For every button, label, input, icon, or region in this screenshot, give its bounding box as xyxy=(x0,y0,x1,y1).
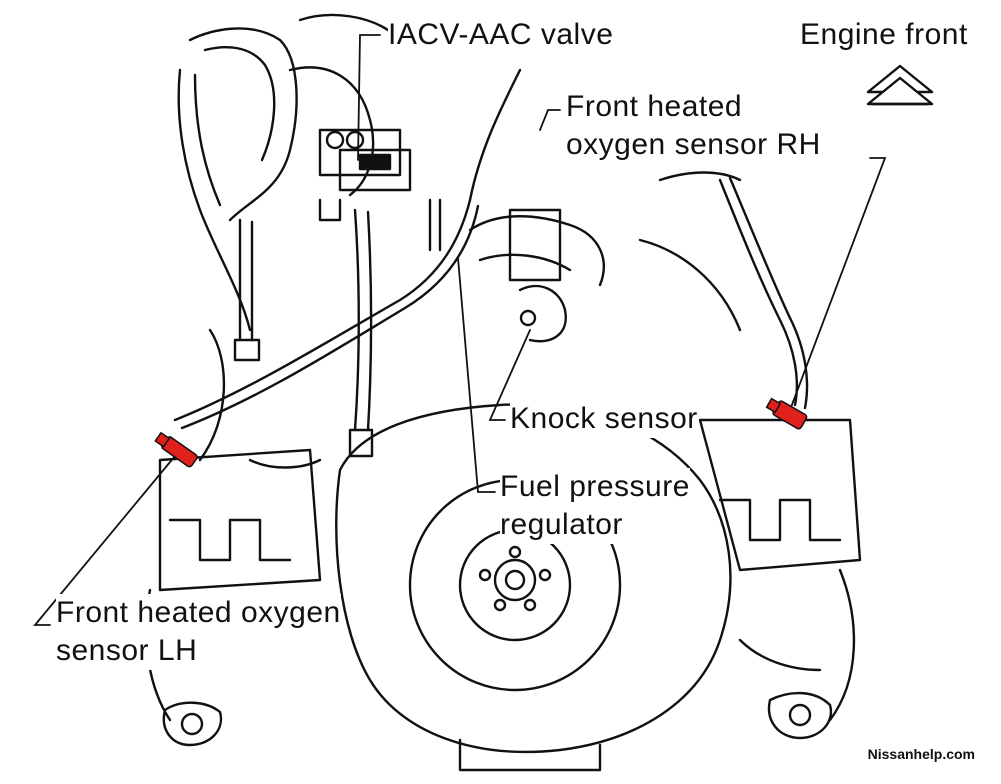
label-engine-front: Engine front xyxy=(800,16,968,54)
leader-knock xyxy=(488,329,531,421)
label-front-o2-sensor-rh: Front heated oxygen sensor RH xyxy=(566,88,821,164)
o2-sensor-lh xyxy=(154,431,198,468)
label-front-o2-sensor-lh: Front heated oxygen sensor LH xyxy=(56,594,341,670)
harness-rh xyxy=(718,178,798,407)
watermark: Nissanhelp.com xyxy=(867,746,975,762)
leader-fpr xyxy=(457,257,496,493)
harness-lh xyxy=(173,198,472,422)
bell-housing xyxy=(335,403,732,754)
leader-o2-lh xyxy=(33,449,181,626)
leader-iacv xyxy=(357,34,381,161)
o2-sensor-rh xyxy=(765,397,808,430)
iacv-body xyxy=(338,148,412,192)
label-knock-sensor: Knock sensor xyxy=(510,400,698,438)
leader-o2-rh xyxy=(789,157,887,411)
double-up-arrow-icon xyxy=(866,64,934,106)
label-iacv-aac-valve: IACV-AAC valve xyxy=(388,16,614,54)
intake-hose-left xyxy=(188,27,298,222)
label-fuel-pressure-regulator: Fuel pressure regulator xyxy=(500,468,690,544)
